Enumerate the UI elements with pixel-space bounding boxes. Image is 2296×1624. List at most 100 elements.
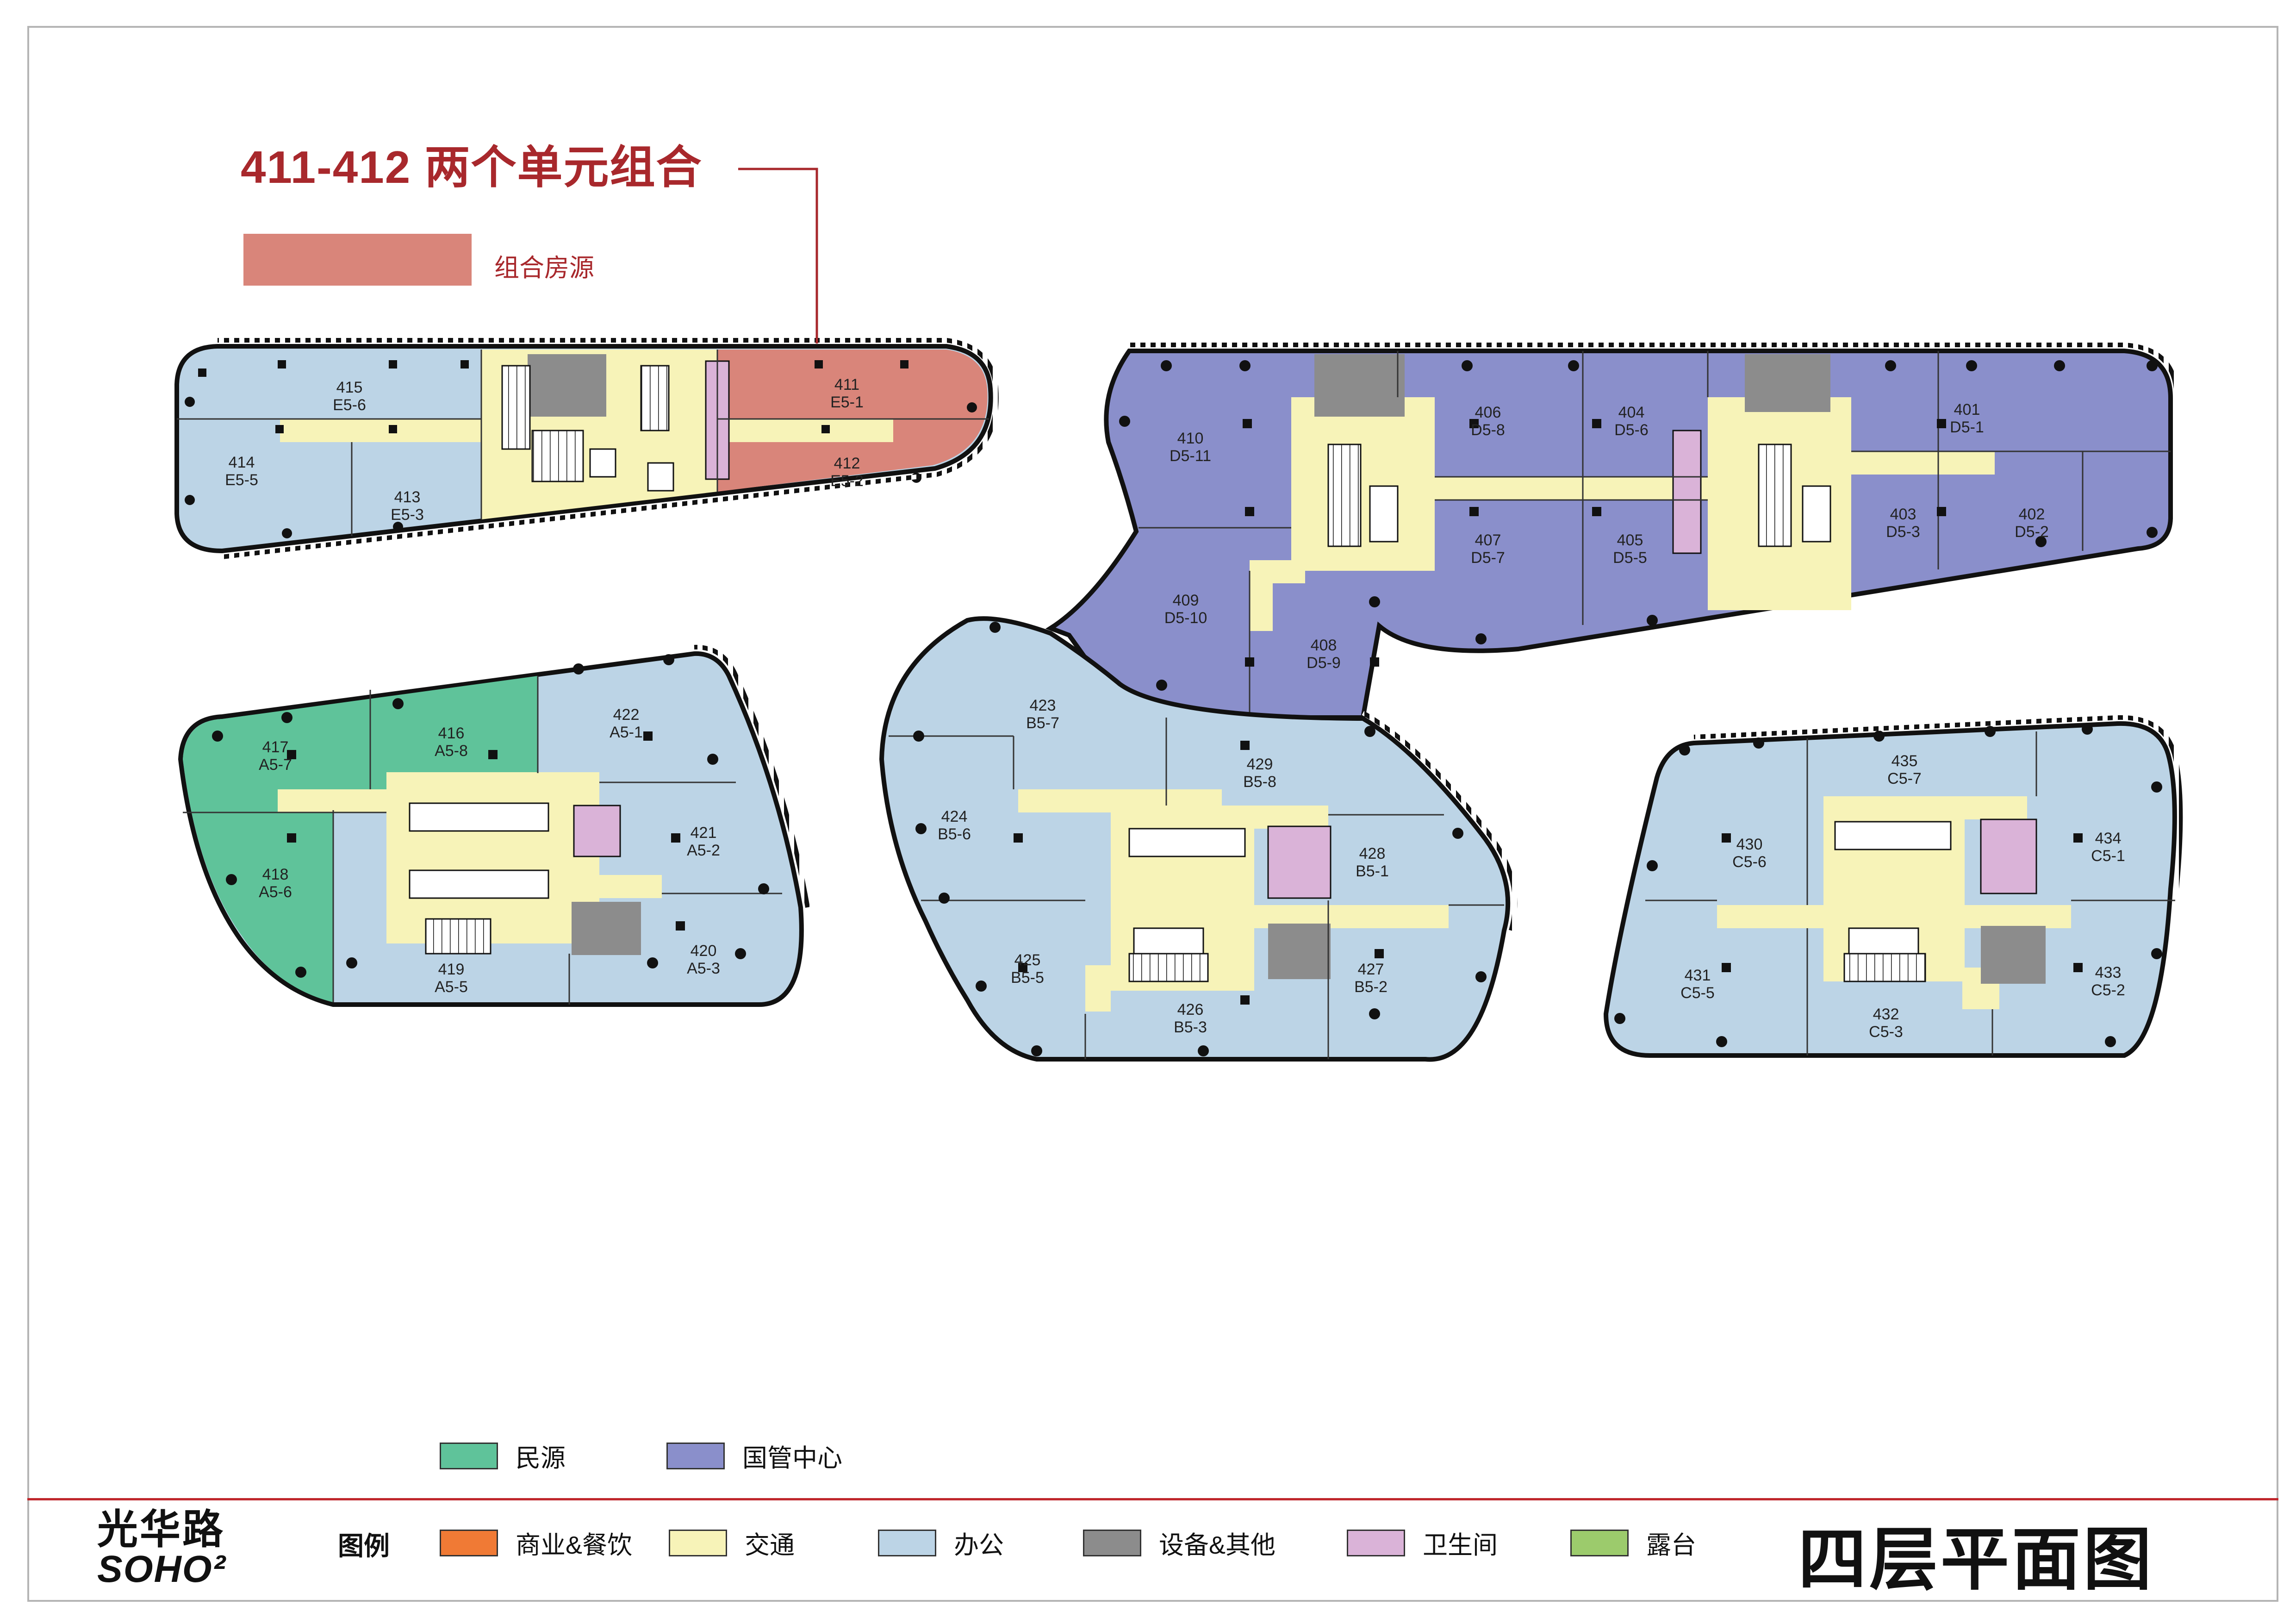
corridor-b-south [1085,965,1111,1012]
stair-e-2 [640,365,670,431]
equipment-c [1981,926,2046,984]
building-c [1603,715,2183,1058]
legend-traffic: 交通 [669,1524,795,1561]
building-b [879,616,1518,1062]
lift-bank-c-1 [1834,821,1952,850]
logo-chinese: 光华路 [97,1506,225,1552]
stair-d-east [1758,443,1792,547]
lift-d-west [1369,485,1399,543]
stair-d-west [1327,443,1362,547]
corridor-c-west [1717,905,1823,928]
corridor-d-east [1851,451,1995,475]
guoguan-label: 国管中心 [742,1444,842,1472]
floor-title: 四层平面图 [1798,1522,2154,1598]
corridor-b-north [1254,806,1328,829]
minyuan-swatch [440,1442,498,1469]
stair-e-3 [531,430,584,482]
lift-e-1 [589,448,616,478]
corridor-a-west [278,789,389,812]
equipment-d-west [1314,354,1405,417]
corridor-c-east [1965,905,2071,928]
terrace-label: 露台 [1646,1531,1696,1559]
headline-leader [738,168,818,344]
traffic-core-a [386,772,599,943]
corridor-d-main [1435,477,1708,500]
office-swatch [878,1529,936,1556]
footer-divider [27,1498,2278,1500]
traffic-swatch [669,1529,727,1556]
building-e [174,338,999,559]
page-frame [27,26,2278,1602]
guoguan-swatch [666,1442,725,1469]
restroom-swatch [1347,1529,1405,1556]
commercial-swatch [440,1529,498,1556]
commercial-label: 商业&餐饮 [516,1531,633,1559]
restroom-a [573,805,621,857]
lift-bank-a-1 [409,802,549,832]
legend-commercial: 商业&餐饮 [440,1524,632,1561]
stair-a [425,918,492,955]
stair-e-1 [501,365,531,450]
legend-terrace: 露台 [1570,1524,1696,1561]
equipment-label: 设备&其他 [1159,1531,1276,1559]
lift-d-east [1802,485,1831,543]
office-label: 办公 [954,1531,1004,1559]
equipment-a [572,902,641,955]
equipment-swatch [1083,1529,1141,1556]
minyuan-label: 民源 [516,1444,566,1472]
combo-legend-label: 组合房源 [494,254,594,282]
legend-title: 图例 [338,1531,390,1561]
corridor-e-east [717,419,893,442]
lift-bank-b-2 [1133,927,1204,957]
restroom-label: 卫生间 [1423,1531,1498,1559]
building-a [178,644,810,1007]
equipment-d-east [1745,354,1830,412]
logo-soho: SOHO² [97,1548,226,1590]
legend-equipment: 设备&其他 [1083,1524,1276,1561]
restroom-b [1267,825,1332,899]
traffic-core-d-west [1291,397,1435,571]
combo-swatch [243,234,472,286]
tenant-legend-minyuan: 民源 [440,1437,566,1474]
soho-logo: 光华路 SOHO² [97,1508,226,1588]
legend-office: 办公 [878,1524,1004,1561]
stair-c [1843,953,1926,982]
lift-e-2 [647,462,674,492]
corridor-b-west [1018,789,1222,812]
legend-restroom: 卫生间 [1347,1524,1498,1561]
building-d [1045,343,2179,720]
building-d-outline [1045,349,2173,720]
lift-bank-c-2 [1848,927,1919,957]
terrace-swatch [1570,1529,1629,1556]
